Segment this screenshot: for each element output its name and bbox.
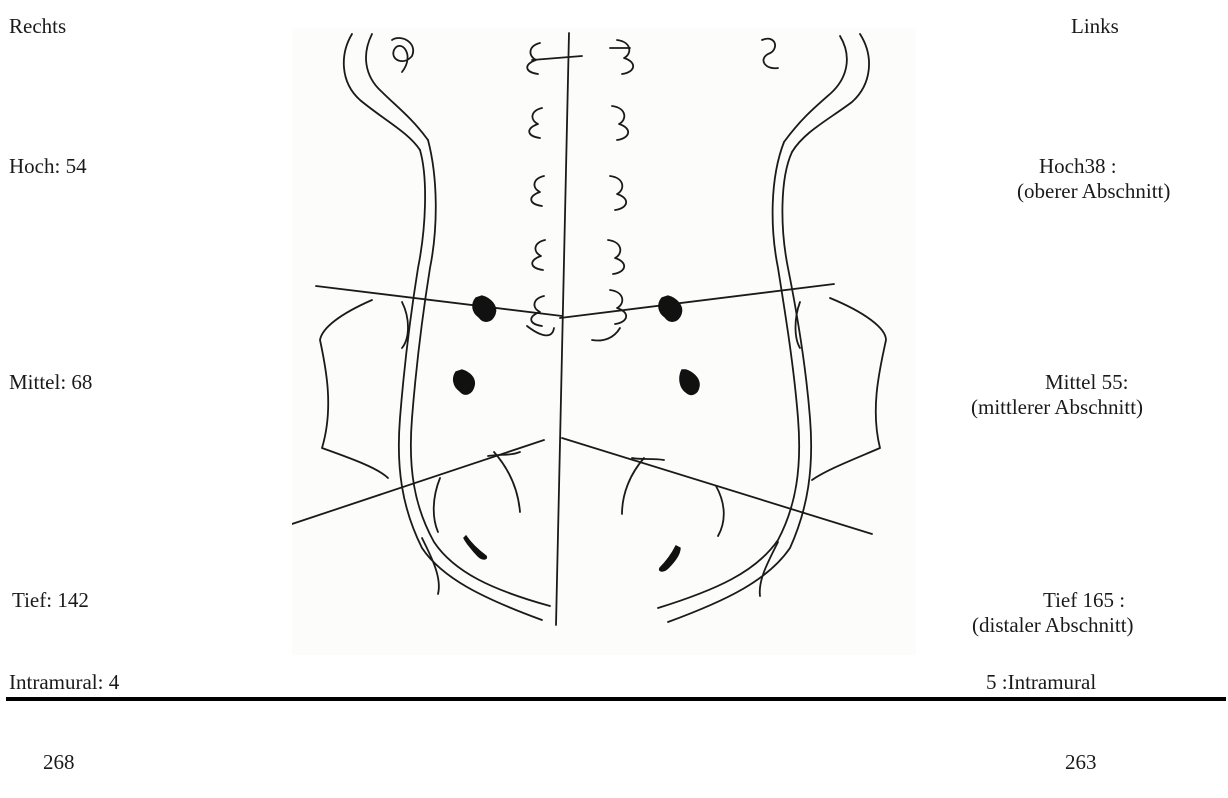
links-mittel-note: (mittlerer Abschnitt)	[971, 394, 1143, 420]
stone-left-hoch	[659, 296, 682, 321]
segment-line-lower-left	[562, 438, 872, 534]
stone-right-hoch	[473, 296, 496, 321]
ureter-drawing	[292, 28, 916, 655]
links-hoch-note: (oberer Abschnitt)	[1017, 178, 1170, 204]
links-total: 263	[1065, 749, 1097, 775]
stone-right-mittel	[454, 370, 475, 394]
stone-left-tief	[660, 546, 680, 571]
segment-line-upper-right	[316, 286, 562, 316]
sum-divider-line	[6, 697, 1226, 701]
rechts-intramural-count: Intramural: 4	[9, 669, 119, 695]
header-rechts: Rechts	[9, 13, 66, 39]
vertebra-left	[531, 176, 544, 206]
ureter-diagram	[292, 28, 916, 655]
pelvis-outline-left	[812, 298, 886, 480]
rechts-hoch-count: Hoch: 54	[9, 153, 87, 179]
vertebra-right	[612, 106, 628, 140]
rechts-tief-count: Tief: 142	[12, 587, 89, 613]
rechts-total: 268	[43, 749, 75, 775]
rechts-mittel-count: Mittel: 68	[9, 369, 92, 395]
links-intramural-count: 5 :Intramural	[986, 669, 1096, 695]
links-mittel-count: Mittel 55:	[1045, 369, 1128, 395]
vertebra-left	[527, 43, 540, 74]
stone-left-mittel	[680, 370, 699, 394]
vertebra-left	[532, 240, 545, 270]
links-hoch-count: Hoch38 :	[1039, 153, 1117, 179]
stone-right-tief	[464, 536, 486, 559]
segment-line-lower-right	[292, 440, 544, 524]
pelvis-outline-right	[320, 300, 388, 478]
segment-line-upper-left	[560, 284, 834, 318]
links-tief-count: Tief 165 :	[1043, 587, 1125, 613]
vertebra-left	[531, 296, 544, 326]
spine-midline	[556, 33, 569, 625]
vertebra-left	[529, 108, 542, 138]
links-tief-note: (distaler Abschnitt)	[972, 612, 1134, 638]
vertebra-right	[610, 176, 626, 210]
vertebra-right	[617, 40, 633, 74]
vertebra-right	[610, 290, 626, 324]
header-links: Links	[1071, 13, 1119, 39]
vertebra-right	[608, 240, 624, 274]
